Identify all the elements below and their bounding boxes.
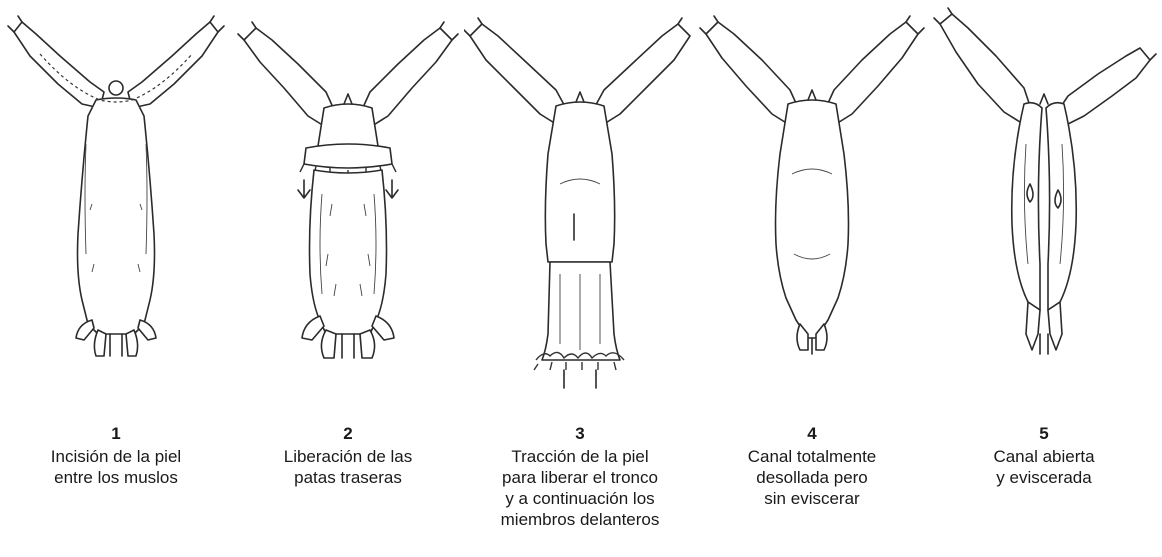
carcass-opened-icon: [933, 7, 1157, 355]
carcass-skinned-icon: [699, 15, 925, 355]
carcass-hind-legs-freed-icon: [237, 21, 459, 359]
step-2: 2 Liberación de las patas traseras: [232, 0, 464, 557]
step-text: desollada pero: [756, 468, 868, 487]
step-5: 5 Canal abierta y eviscerada: [928, 0, 1160, 557]
step-text: para liberar el tronco: [502, 468, 658, 487]
step-5-caption: 5 Canal abierta y eviscerada: [928, 424, 1160, 488]
step-text: Canal totalmente: [747, 447, 877, 466]
step-text: Incisión de la piel: [50, 447, 182, 466]
step-number: 1: [111, 424, 121, 443]
step-number: 2: [343, 424, 353, 443]
step-text: Liberación de las: [283, 447, 413, 466]
step-1-caption: 1 Incisión de la piel entre los muslos: [0, 424, 232, 488]
step-4-caption: 4 Canal totalmente desollada pero sin ev…: [696, 424, 928, 509]
step-1: 1 Incisión de la piel entre los muslos: [0, 0, 232, 557]
step-3-caption: 3 Tracción de la piel para liberar el tr…: [464, 424, 696, 530]
step-text: Tracción de la piel: [511, 447, 649, 466]
step-3: 3 Tracción de la piel para liberar el tr…: [464, 0, 696, 557]
step-number: 5: [1039, 424, 1049, 443]
step-4: 4 Canal totalmente desollada pero sin ev…: [696, 0, 928, 557]
step-text: y a continuación los: [505, 489, 655, 508]
step-number: 3: [575, 424, 585, 443]
step-2-caption: 2 Liberación de las patas traseras: [232, 424, 464, 488]
step-text: patas traseras: [294, 468, 402, 487]
carcass-incision-icon: [7, 15, 225, 357]
step-text: miembros delanteros: [500, 510, 660, 529]
step-number: 4: [807, 424, 817, 443]
step-text: Canal abierta: [993, 447, 1095, 466]
carcass-skin-pulled-icon: [464, 17, 691, 389]
step-text: sin eviscerar: [764, 489, 860, 508]
step-text: entre los muslos: [54, 468, 178, 487]
step-text: y eviscerada: [996, 468, 1092, 487]
